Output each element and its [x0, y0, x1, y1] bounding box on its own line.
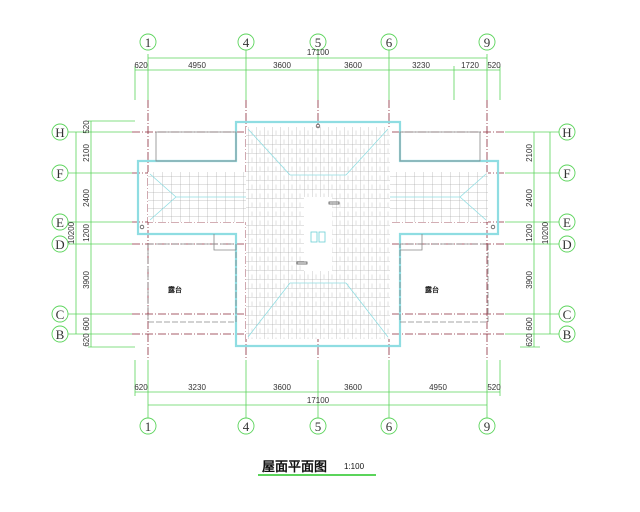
dim-total-top: 17100: [307, 48, 330, 57]
axis-label-left: B: [56, 327, 65, 342]
dim-segment: 3600: [273, 383, 291, 392]
dim-total-left: 10200: [67, 221, 76, 244]
axis-label-bottom: 1: [145, 419, 152, 434]
dim-segment: 2100: [82, 144, 91, 162]
dim-segment: 2400: [525, 189, 534, 207]
dim-segment: 4950: [429, 383, 447, 392]
axis-label-right: B: [563, 327, 572, 342]
dim-segment: 2400: [82, 189, 91, 207]
axis-label-left: D: [55, 237, 64, 252]
axis-label-right: F: [563, 166, 570, 181]
dimension-texts-top: 17100 620 4950 3600 3600 3230 1720 520: [134, 48, 501, 70]
dim-segment: 1720: [461, 61, 479, 70]
dim-segment: 4950: [188, 61, 206, 70]
dim-segment: 3600: [344, 383, 362, 392]
dim-segment: 3600: [273, 61, 291, 70]
axis-label-bottom: 4: [243, 419, 250, 434]
hip-lines: [149, 128, 487, 338]
axis-label-top: 9: [484, 35, 491, 50]
axis-label-left: H: [55, 125, 64, 140]
dim-segment: 3900: [525, 271, 534, 289]
dim-segment: 620: [82, 333, 91, 347]
dim-total-bottom: 17100: [307, 396, 330, 405]
dim-segment: 3230: [412, 61, 430, 70]
dim-segment: 620: [134, 61, 148, 70]
dimension-texts-bottom: 620 3230 3600 3600 4950 520 17100: [134, 383, 501, 405]
axis-label-right: H: [562, 125, 571, 140]
axis-labels: 1 4 5 6 9 1 4 5 6 9 H F E D C B H F E D …: [55, 35, 571, 434]
axis-label-right: E: [563, 215, 571, 230]
dim-segment: 2100: [525, 144, 534, 162]
axis-label-bottom: 9: [484, 419, 491, 434]
dim-segment: 3230: [188, 383, 206, 392]
drawing-scale: 1:100: [344, 462, 365, 471]
axis-label-right: C: [563, 307, 572, 322]
vent-markers: [139, 123, 496, 265]
axis-label-right: D: [562, 237, 571, 252]
room-label-terrace-left: 露台: [168, 285, 182, 294]
axis-label-top: 5: [315, 35, 322, 50]
dim-segment: 520: [82, 120, 91, 134]
dimension-texts-right: 2100 2400 1200 3900 600 620 10200: [525, 144, 550, 347]
dim-total-right: 10200: [541, 221, 550, 244]
dim-segment: 520: [487, 383, 501, 392]
dim-segment: 3600: [344, 61, 362, 70]
dim-segment: 1200: [525, 224, 534, 242]
dim-segment: 600: [525, 317, 534, 331]
drawing-title: 屋面平面图: [262, 460, 328, 475]
axis-label-top: 1: [145, 35, 152, 50]
axis-label-left: E: [56, 215, 64, 230]
axis-label-top: 4: [243, 35, 250, 50]
axis-label-top: 6: [386, 35, 393, 50]
dim-segment: 3900: [82, 271, 91, 289]
dim-segment: 620: [525, 333, 534, 347]
dim-segment: 600: [82, 317, 91, 331]
dimension-lines: [68, 45, 560, 420]
dimension-texts-left: 520 2100 2400 1200 3900 600 620 10200: [67, 120, 91, 347]
room-label-terrace-right: 露台: [425, 285, 439, 294]
axis-label-left: C: [56, 307, 65, 322]
axis-label-bottom: 6: [386, 419, 393, 434]
skylight: [310, 231, 326, 243]
dim-segment: 520: [487, 61, 501, 70]
title-underline: [258, 474, 376, 476]
terrace-outlines: [147, 131, 489, 323]
axis-label-bottom: 5: [315, 419, 322, 434]
dim-segment: 1200: [82, 224, 91, 242]
dim-segment: 620: [134, 383, 148, 392]
axis-label-left: F: [56, 166, 63, 181]
axis-bubbles: [51, 33, 576, 435]
